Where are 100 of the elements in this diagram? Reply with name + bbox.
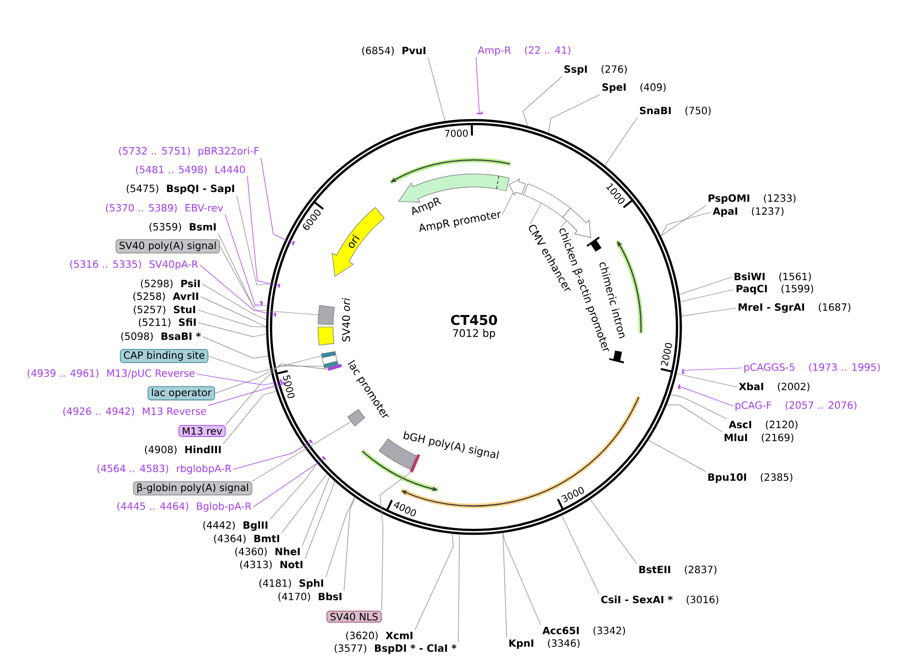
cut-site-label: PspOMI (1233) bbox=[708, 194, 796, 204]
primer-mark bbox=[308, 440, 313, 444]
leader-line bbox=[380, 472, 412, 611]
leader-line bbox=[233, 441, 312, 470]
leader-line bbox=[247, 176, 280, 286]
leader-line bbox=[648, 440, 706, 472]
cut-site-label: BstEII (2837) bbox=[639, 566, 716, 574]
cut-site-label: (4360) NheI bbox=[235, 548, 300, 556]
feature-bar bbox=[328, 364, 342, 371]
tick-label: 7000 bbox=[444, 130, 468, 137]
cut-site-label: (4170) BbsI bbox=[278, 592, 342, 602]
cut-site-label: (4181) SphI bbox=[259, 579, 324, 589]
feature-tag: SV40 poly(A) signal bbox=[116, 239, 220, 254]
leader-line bbox=[200, 296, 266, 328]
leader-line bbox=[676, 373, 738, 388]
cut-site-label: SspI (276) bbox=[564, 65, 627, 75]
leader-line bbox=[218, 233, 268, 307]
leader-line bbox=[660, 205, 706, 236]
leader-line bbox=[325, 497, 355, 578]
leader-line bbox=[680, 289, 734, 302]
leader-line bbox=[202, 336, 268, 359]
leader-line bbox=[476, 57, 480, 114]
cut-site-label: SnaBI (750) bbox=[640, 106, 711, 116]
primer-label: (4445 .. 4464) Bglob-pA-R bbox=[117, 502, 252, 512]
leader-line bbox=[202, 284, 266, 320]
leader-line bbox=[660, 212, 712, 236]
leader-line bbox=[502, 192, 514, 215]
feature-bar bbox=[410, 454, 420, 473]
leader-line bbox=[270, 463, 318, 520]
tick-label: 4000 bbox=[394, 502, 416, 516]
cut-site-label: (3620) XcmI bbox=[346, 632, 412, 640]
primer-label: Amp-R (22 .. 41) bbox=[478, 46, 570, 56]
leader-line bbox=[252, 421, 352, 482]
leader-line bbox=[344, 497, 355, 592]
cut-site-label: MluI (2169) bbox=[724, 434, 794, 442]
feature-label: SV40 ori bbox=[342, 298, 350, 342]
cut-site-label: (5258) AvrII bbox=[133, 292, 198, 302]
cut-site-label: (4442) BglII bbox=[203, 521, 268, 531]
primer-label: (4939 .. 4961) M13/pUC Reverse bbox=[28, 369, 194, 379]
feature-box bbox=[523, 183, 571, 218]
primer-mark bbox=[278, 284, 280, 288]
leader-line bbox=[225, 364, 328, 426]
leader-line bbox=[679, 276, 732, 295]
leader-line bbox=[414, 534, 454, 630]
leader-line bbox=[220, 246, 319, 316]
cut-site-label: KpnI (3346) bbox=[509, 639, 580, 649]
leader-line bbox=[666, 404, 722, 432]
primer-mark bbox=[274, 312, 276, 317]
primer-mark bbox=[280, 379, 283, 384]
leader-line bbox=[681, 308, 736, 316]
leader-line bbox=[260, 158, 294, 244]
primer-mark bbox=[476, 112, 483, 114]
leader-line bbox=[548, 94, 600, 134]
primer-mark bbox=[260, 301, 263, 306]
leader-line bbox=[198, 322, 266, 337]
cut-site-label: (5098) BsaBI * bbox=[121, 332, 201, 342]
cut-site-label: (4313) NotI bbox=[240, 560, 302, 570]
primer-label: (4926 .. 4942) M13 Reverse bbox=[63, 407, 206, 416]
leader-line bbox=[224, 214, 262, 306]
cut-site-label: (5359) BsmI bbox=[150, 222, 216, 232]
primer-label: (5732 .. 5751) pBR322ori-F bbox=[119, 146, 259, 157]
tick-label: 2000 bbox=[660, 342, 672, 366]
tick-label: 3000 bbox=[561, 486, 584, 502]
cut-site-label: CsiI - SexAI * (3016) bbox=[601, 596, 718, 604]
leader-line bbox=[197, 310, 266, 328]
leader-line bbox=[428, 56, 446, 122]
feature-block bbox=[508, 178, 526, 196]
feature-box bbox=[321, 351, 336, 358]
primer-label: pCAG-F (2057 .. 2076) bbox=[736, 401, 856, 411]
feature-block: ori bbox=[332, 207, 385, 277]
feature-tag: M13 rev bbox=[178, 425, 226, 437]
leader-line bbox=[208, 384, 285, 406]
cut-site-label: (4364) BmtI bbox=[214, 534, 280, 544]
primer-label: pCAGGS-5 (1973 .. 1995) bbox=[744, 363, 880, 373]
leader-line bbox=[682, 368, 742, 372]
primer-label: (5370 .. 5389) EBV-rev bbox=[106, 204, 224, 213]
leader-line bbox=[223, 390, 276, 444]
leader-line bbox=[522, 76, 562, 126]
cut-site-label: Acc65I (3342) bbox=[542, 626, 626, 636]
primer-mark bbox=[682, 368, 685, 374]
cut-site-label: XbaI (2002) bbox=[738, 382, 810, 392]
cut-site-label: PaqCI (1599) bbox=[736, 284, 814, 294]
cut-site-label: (6854) PvuI bbox=[362, 46, 426, 56]
feature-tag: CAP binding site bbox=[120, 348, 208, 364]
cut-site-label: (5298) PsiI bbox=[140, 280, 200, 288]
cut-site-label: SpeI (409) bbox=[602, 83, 666, 93]
leader-line bbox=[304, 481, 336, 560]
tick-label: 5000 bbox=[283, 375, 295, 398]
leader-line bbox=[604, 116, 638, 166]
primer-mark bbox=[678, 384, 681, 390]
leader-line bbox=[502, 532, 507, 638]
cut-site-label: (5257) StuI bbox=[134, 306, 196, 314]
feature-tag: β-globin poly(A) signal bbox=[133, 481, 252, 496]
cut-site-label: (3577) BspDI * - ClaI * bbox=[334, 644, 456, 654]
feature-box bbox=[318, 304, 335, 325]
leader-line bbox=[530, 203, 542, 224]
leader-line bbox=[678, 386, 734, 406]
cut-site-label: AscI (2120) bbox=[728, 420, 798, 430]
leader-line bbox=[302, 476, 330, 546]
primer-label: (5481 .. 5498) L4440 bbox=[136, 166, 245, 174]
